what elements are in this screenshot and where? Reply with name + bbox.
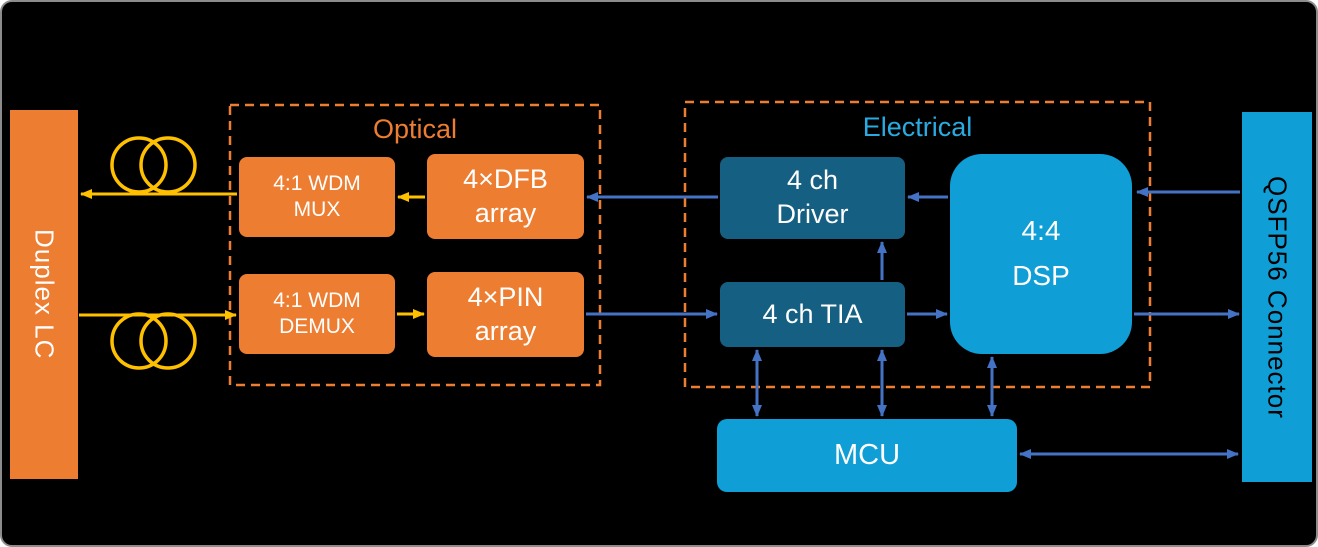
- pin-array-label-line1: 4×PIN: [467, 281, 544, 312]
- dsp-block: 4:4 DSP: [950, 154, 1132, 354]
- mcu-block: MCU: [717, 419, 1017, 492]
- optical-group-outline: [228, 103, 602, 387]
- dsp-label-line2: DSP: [1012, 260, 1070, 291]
- dfb-array-label-line2: array: [474, 197, 537, 228]
- duplex-lc-block: Duplex LC: [10, 110, 78, 479]
- tia-label: 4 ch TIA: [762, 298, 863, 329]
- wdm-mux-block: 4:1 WDM MUX: [239, 157, 395, 237]
- dfb-array-block: 4×DFB array: [427, 154, 584, 239]
- pin-array-block: 4×PIN array: [427, 272, 584, 357]
- electrical-group-outline: [683, 100, 1152, 389]
- dsp-label-line1: 4:4: [1021, 215, 1061, 247]
- wdm-demux-label-line2: DEMUX: [279, 315, 355, 338]
- qsfp56-connector-block: QSFP56 Connector: [1242, 112, 1312, 482]
- pin-array-label-line2: array: [474, 315, 537, 346]
- wdm-demux-label-line1: 4:1 WDM: [273, 288, 361, 312]
- fiber-coil-icon-bottom: [110, 312, 197, 370]
- driver-label-line1: 4 ch: [786, 165, 839, 196]
- duplex-lc-label: Duplex LC: [29, 229, 60, 360]
- mcu-label: MCU: [833, 439, 901, 472]
- wdm-mux-label-line1: 4:1 WDM: [273, 171, 361, 195]
- dfb-array-label-line1: 4×DFB: [463, 163, 548, 194]
- driver-label-line2: Driver: [776, 199, 849, 229]
- wdm-mux-label-line2: MUX: [293, 198, 341, 221]
- wdm-demux-block: 4:1 WDM DEMUX: [239, 274, 395, 354]
- driver-block: 4 ch Driver: [720, 157, 905, 239]
- qsfp56-connector-label: QSFP56 Connector: [1262, 175, 1293, 419]
- fiber-coil-icon-top: [110, 136, 197, 194]
- tia-block: 4 ch TIA: [720, 282, 905, 347]
